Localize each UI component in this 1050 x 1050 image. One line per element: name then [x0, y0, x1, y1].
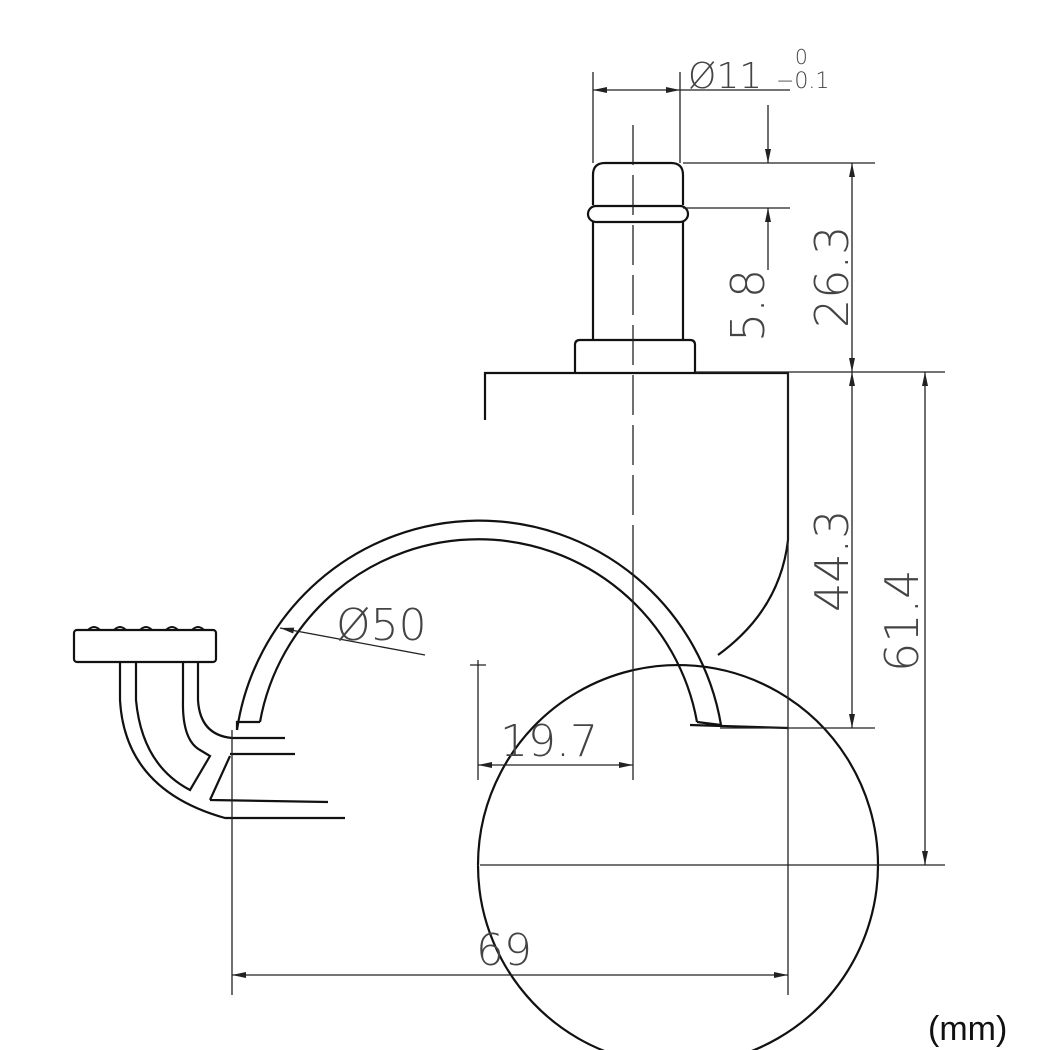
- brake-pedal: [72, 628, 218, 664]
- stem-tol-lower: −0.1: [776, 69, 829, 94]
- wheel-diameter-label: Ø50: [336, 600, 427, 651]
- offset-label: 19.7: [500, 716, 598, 767]
- stem-tol-upper: 0: [795, 45, 808, 69]
- pedal-bumps: [87, 626, 205, 631]
- collar: [573, 338, 697, 372]
- hood-mid: [258, 538, 699, 723]
- hood-outer: [235, 519, 723, 731]
- total-height-label: 61.4: [875, 570, 929, 672]
- total-width-label: 69: [476, 925, 532, 976]
- unit-label: (mm): [928, 1010, 1008, 1048]
- dimension-labels: Ø11 0 −0.1 5.8 26.3 44.3 61.4 Ø50 19.7 6…: [336, 45, 929, 976]
- groove-offset-label: 5.8: [721, 269, 775, 342]
- stem-ring: [586, 204, 690, 224]
- stem-length-label: 26.3: [805, 226, 859, 328]
- dimension-lines: [231, 72, 945, 995]
- housing: [483, 371, 790, 656]
- stem: [591, 161, 685, 205]
- housing-height-label: 44.3: [805, 510, 859, 612]
- stem-diameter-label: Ø11: [688, 56, 762, 97]
- brake-arm: [118, 662, 345, 820]
